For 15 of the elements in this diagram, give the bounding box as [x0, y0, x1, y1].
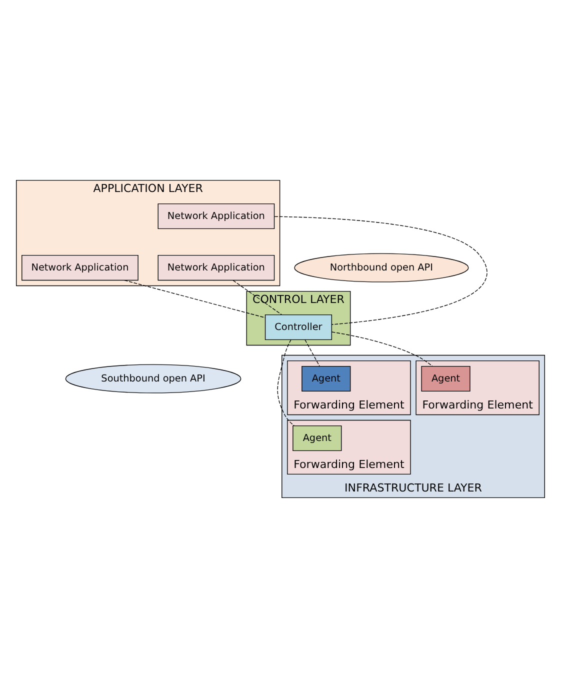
connector [274, 216, 488, 324]
node-box: Network Application [158, 202, 275, 229]
connector [232, 280, 282, 315]
node-box: Agent [292, 424, 342, 451]
node-ellipse: Northbound open API [294, 252, 469, 282]
node-box: Agent [421, 365, 470, 392]
node-box: Controller [264, 314, 332, 340]
node-ellipse: Southbound open API [65, 364, 242, 393]
connector [124, 279, 266, 318]
node-box: Agent [302, 365, 351, 392]
node-box: Network Application [158, 254, 275, 280]
connector [304, 338, 320, 366]
node-box: Network Application [22, 254, 138, 280]
connector [332, 331, 433, 366]
connector [277, 338, 294, 426]
